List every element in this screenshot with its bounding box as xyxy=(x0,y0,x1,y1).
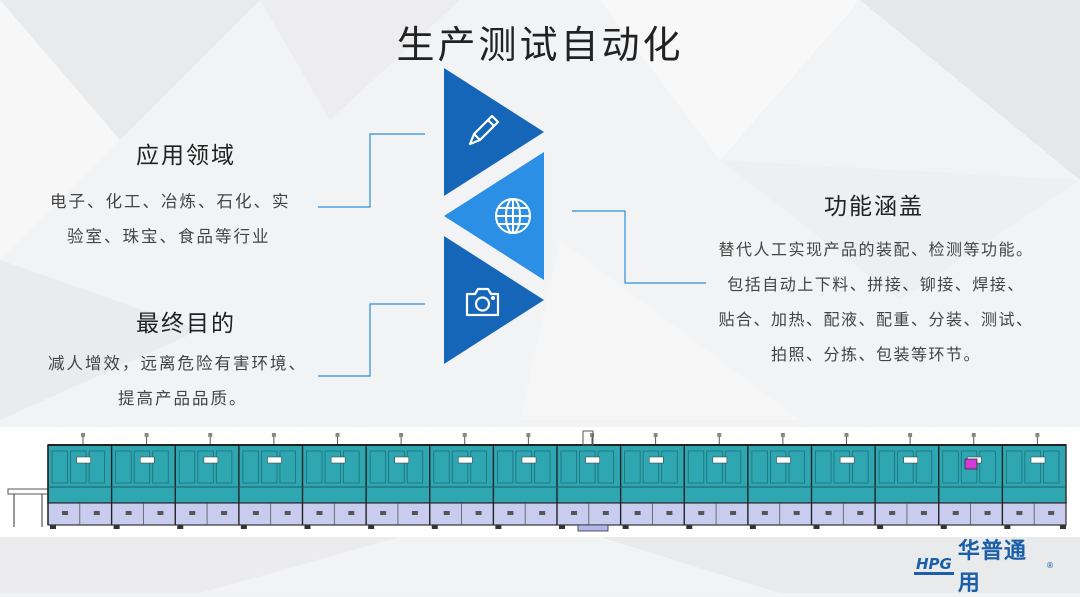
triangle-top xyxy=(444,68,544,196)
machine-modules xyxy=(47,433,1066,529)
page-title: 生产测试自动化 xyxy=(396,23,684,67)
application-text: 电子、化工、冶炼、石化、实 验室、珠宝、食品等行业 xyxy=(50,184,330,254)
coverage-line-2: 包括自动上下料、拼接、铆接、焊接、 xyxy=(727,275,1025,294)
goal-text: 减人增效，远离危险有害环境、 提高产品品质。 xyxy=(48,346,348,416)
goal-line-2: 提高产品品质。 xyxy=(118,389,248,408)
triangle-middle xyxy=(444,152,544,280)
triangle-graphic xyxy=(444,68,544,364)
coverage-heading: 功能涵盖 xyxy=(824,194,924,220)
coverage-line-3: 贴合、加热、配液、配重、分装、测试、 xyxy=(718,310,1034,329)
logo-mark: HPG xyxy=(914,554,954,575)
coverage-line-1: 替代人工实现产品的装配、检测等功能。 xyxy=(718,240,1034,259)
goal-heading: 最终目的 xyxy=(136,311,236,337)
production-line-illustration xyxy=(0,427,1080,537)
pencil-icon xyxy=(468,114,500,146)
connector-application xyxy=(318,133,425,208)
connector-coverage xyxy=(572,210,706,284)
application-heading: 应用领域 xyxy=(136,143,236,169)
connector-goal xyxy=(318,303,425,377)
goal-line-1: 减人增效，远离危险有害环境、 xyxy=(48,354,307,373)
triangle-bottom xyxy=(444,236,544,364)
logo-registered: ® xyxy=(1046,560,1054,570)
infeed-conveyor xyxy=(7,488,49,527)
camera-icon xyxy=(465,287,500,317)
brand-logo: HPG 华普通用 ® xyxy=(914,539,1054,596)
logo-name: 华普通用 xyxy=(957,539,1027,596)
coverage-text: 替代人工实现产品的装配、检测等功能。 包括自动上下料、拼接、铆接、焊接、 贴合、… xyxy=(686,232,1066,372)
globe-icon xyxy=(495,198,531,234)
production-line-drawing xyxy=(7,430,1067,532)
coverage-line-4: 拍照、分拣、包装等环节。 xyxy=(770,345,981,364)
status-indicator xyxy=(964,458,978,470)
application-line-1: 电子、化工、冶炼、石化、实 xyxy=(50,192,291,211)
application-line-2: 验室、珠宝、食品等行业 xyxy=(67,227,271,246)
